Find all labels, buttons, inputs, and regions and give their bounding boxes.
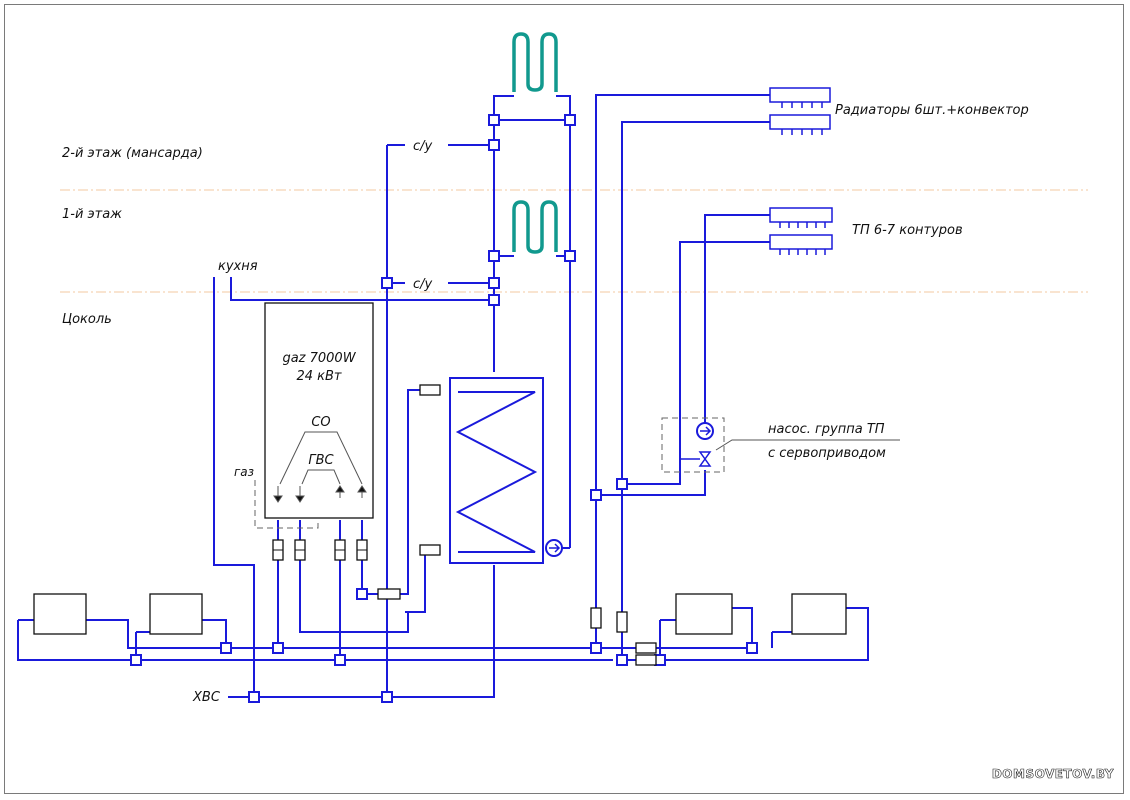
underfloor-label: ТП 6-7 контуров <box>852 223 963 238</box>
gas-boiler <box>264 302 374 519</box>
riser-valve-2 <box>616 611 628 633</box>
towel-rail-upper <box>512 32 558 92</box>
tank-coil <box>455 391 538 553</box>
tank-valve-top <box>419 384 441 396</box>
basement-radiator-3 <box>675 593 733 635</box>
pump-group-leader <box>715 439 900 451</box>
heating-circuit-label: СО <box>311 415 330 430</box>
drawing-frame <box>4 4 1124 794</box>
floor2-label: 2-й этаж (мансарда) <box>62 146 203 161</box>
boiler-valve-4 <box>356 539 368 561</box>
servo-valve-icon <box>698 451 712 467</box>
return-valve-2 <box>635 654 657 666</box>
boiler-valve-2 <box>294 539 306 561</box>
radiator-manifold-supply <box>769 87 831 108</box>
basement-radiator-2 <box>149 593 203 635</box>
gas-label: газ <box>234 465 254 479</box>
radiator-manifold-return <box>769 114 831 135</box>
kitchen-label: кухня <box>218 259 258 274</box>
pump-group-label-2: с сервоприводом <box>768 446 886 461</box>
cold-water-label: ХВС <box>192 690 221 705</box>
pump-arrow-icon <box>549 543 561 553</box>
towel-rail-lower <box>512 200 558 254</box>
boiler-leader-lines <box>273 431 367 503</box>
hot-water-tank <box>449 377 544 564</box>
boiler-model: gaz 7000W <box>282 351 356 366</box>
return-valve-1 <box>635 642 657 654</box>
watermark: DOMSOVETOV.BY <box>992 767 1114 781</box>
boiler-valve-1 <box>272 539 284 561</box>
pipe-network <box>17 94 869 698</box>
underfloor-manifold-return <box>769 234 833 255</box>
boiler-power: 24 кВт <box>296 369 341 384</box>
basement-radiator-1 <box>33 593 87 635</box>
tee-fittings <box>130 114 758 703</box>
boiler-valve-3 <box>334 539 346 561</box>
wc-upper-label: с/у <box>413 139 433 154</box>
gas-line <box>254 480 319 529</box>
wc-lower-label: с/у <box>413 277 433 292</box>
shutoff-valves <box>272 384 657 666</box>
riser-valve-1 <box>590 607 602 629</box>
tank-valve-bottom <box>419 544 441 556</box>
hw-valve <box>377 588 401 600</box>
basement-radiator-4 <box>791 593 847 635</box>
basement-label: Цоколь <box>62 312 112 327</box>
floor1-label: 1-й этаж <box>62 207 122 222</box>
hot-water-label: ГВС <box>308 453 334 468</box>
pump-group-label-1: насос. группа ТП <box>768 422 885 437</box>
underfloor-manifold-supply <box>769 207 833 228</box>
radiators-label: Радиаторы 6шт.+конвектор <box>835 103 1029 118</box>
pump-group-box <box>661 417 725 473</box>
